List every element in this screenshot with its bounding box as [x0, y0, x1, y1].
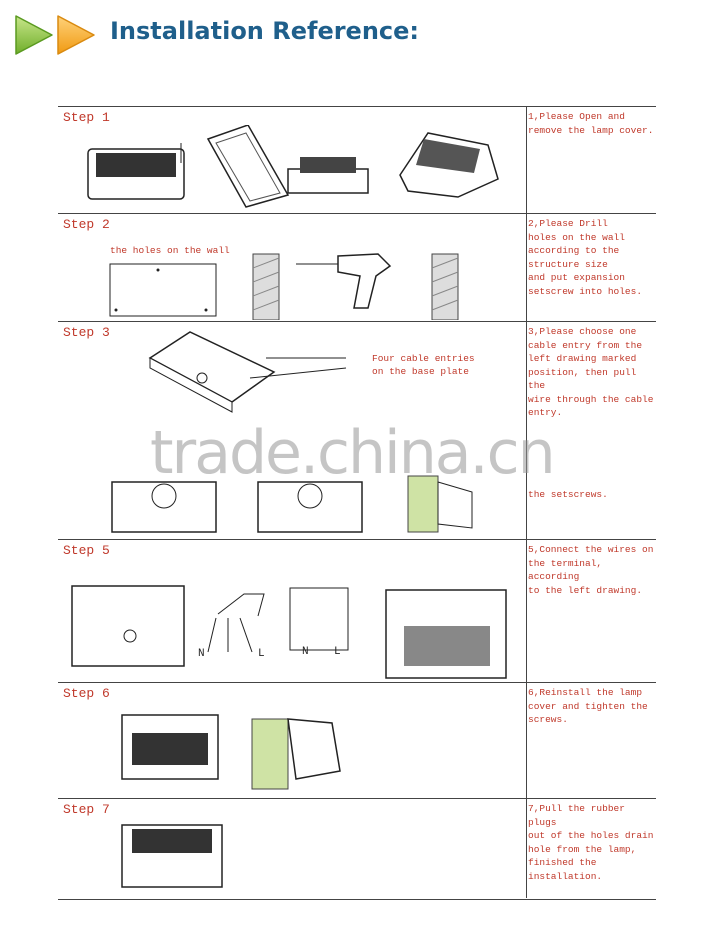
step-instruction: the setscrews. [528, 489, 608, 500]
base-plate-drawing [148, 331, 347, 413]
arrow-icons [15, 15, 95, 55]
step-instruction: 1,Please Open and remove the lamp cover. [528, 111, 654, 136]
step-label: Step 1 [63, 110, 110, 125]
finished-lamp-drawing [121, 824, 223, 888]
terminal-n-label: N [302, 646, 309, 658]
step-row-5: Step 5 5,Connect the wires on the termin… [58, 539, 656, 683]
step-instruction: 2,Please Drill holes on the wall accordi… [528, 218, 643, 297]
cable-entries-label: Four cable entries on the base plate [372, 353, 475, 377]
step-instruction: 3,Please choose one cable entry from the… [528, 326, 654, 418]
watermark: trade.china.cn [150, 418, 556, 488]
page-title: Installation Reference: [110, 17, 420, 45]
instruction-table: Step 1 1,Please Open and remove the lamp… [58, 106, 656, 900]
reinstall-drawing [121, 714, 341, 790]
wiring-drawing [71, 585, 507, 679]
step-row-2: Step 2 2,Please Drill holes on the wall … [58, 213, 656, 322]
wire-n-label: N [198, 648, 205, 660]
header-arrows [14, 12, 100, 58]
column-divider [526, 106, 527, 898]
orange-arrow-icon [57, 15, 95, 55]
step-label: Step 2 [63, 217, 110, 232]
step-label: Step 3 [63, 325, 110, 340]
step-label: Step 6 [63, 686, 110, 701]
terminal-l-label: L [334, 646, 341, 658]
green-arrow-icon [15, 15, 53, 55]
step-row-6: Step 6 6,Reinstall the lamp cover and ti… [58, 682, 656, 799]
step-row-3: Step 3 3,Please choose one cable entry f… [58, 321, 656, 540]
step-row-1: Step 1 1,Please Open and remove the lamp… [58, 106, 656, 214]
step-instruction: 6,Reinstall the lamp cover and tighten t… [528, 687, 648, 725]
step-instruction: 7,Pull the rubber plugs out of the holes… [528, 803, 654, 882]
wall-holes-label: the holes on the wall [110, 245, 230, 256]
step-label: Step 7 [63, 802, 110, 817]
step-row-7: Step 7 7,Pull the rubber plugs out of th… [58, 798, 656, 900]
step-instruction: 5,Connect the wires on the terminal, acc… [528, 544, 654, 596]
wire-l-label: L [258, 648, 265, 660]
drill-drawing [109, 253, 459, 320]
step-label: Step 5 [63, 543, 110, 558]
mounting-drawing [111, 475, 473, 533]
lamp-open-drawing [87, 125, 499, 208]
